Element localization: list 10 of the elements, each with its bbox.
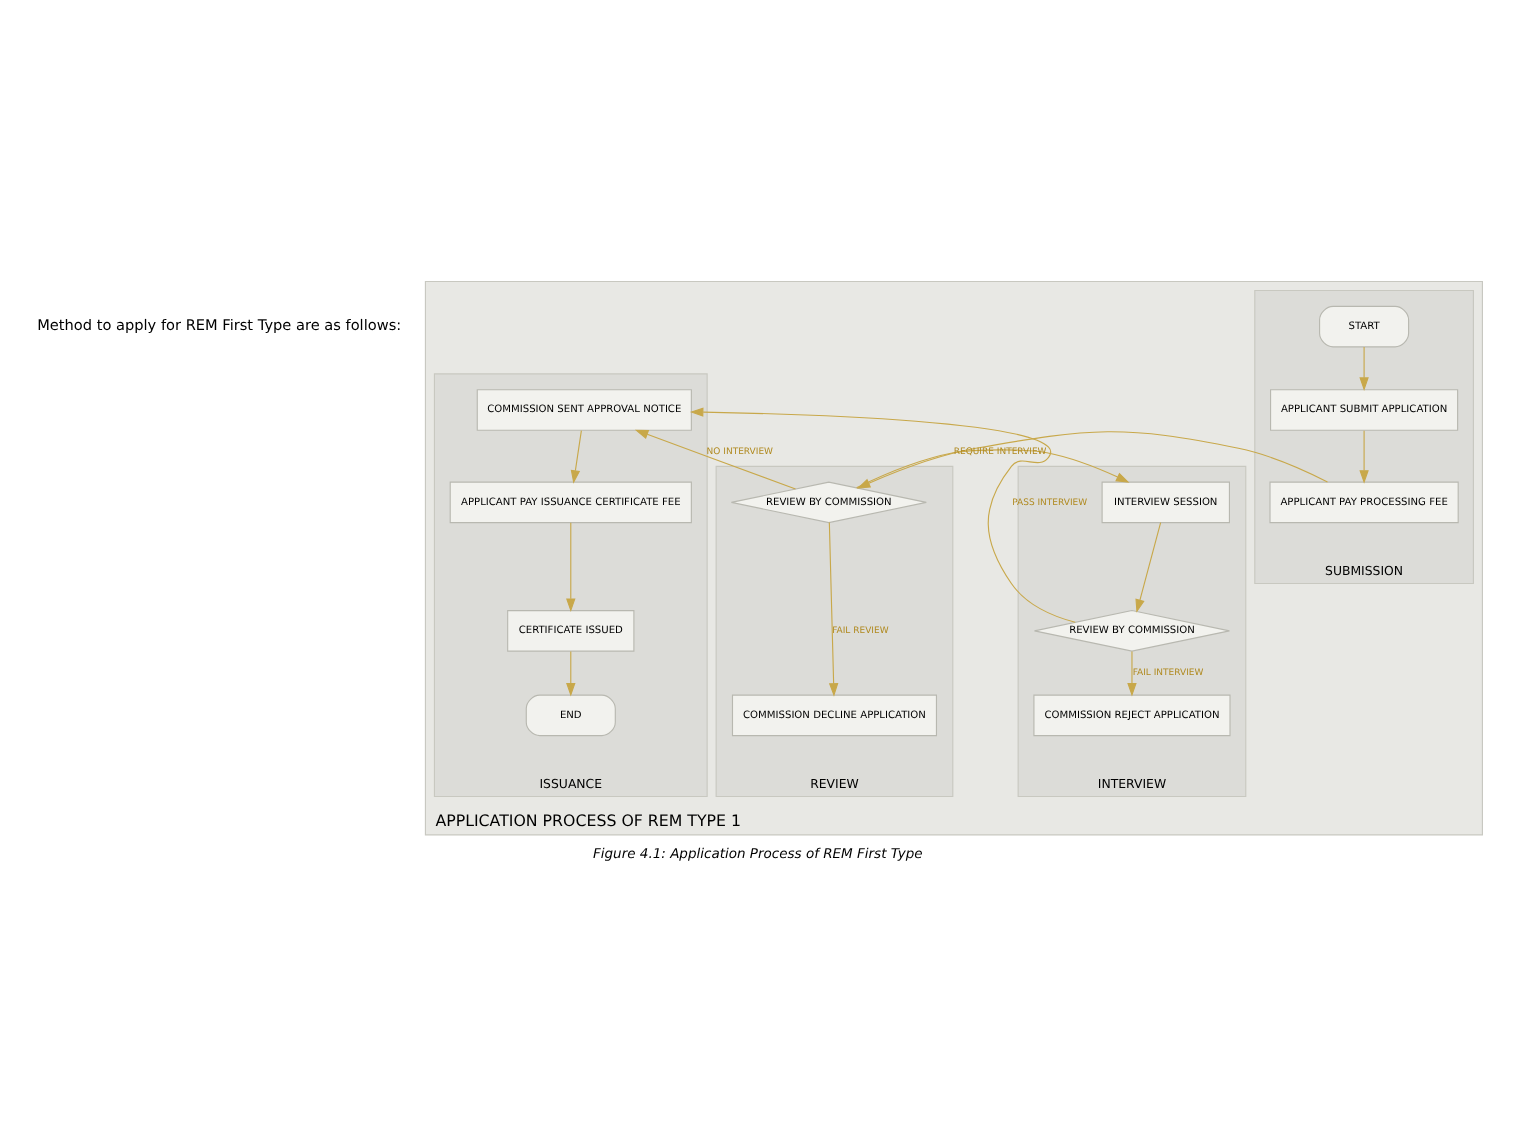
arrow (828, 522, 839, 697)
arrow (1127, 650, 1137, 697)
arrow (566, 650, 576, 697)
arrow (1359, 346, 1369, 391)
arrow (1135, 522, 1162, 613)
arrow (1359, 430, 1369, 484)
arrow (566, 522, 576, 613)
arrow (689, 407, 1076, 623)
arrow (634, 429, 797, 490)
arrow (570, 430, 582, 484)
